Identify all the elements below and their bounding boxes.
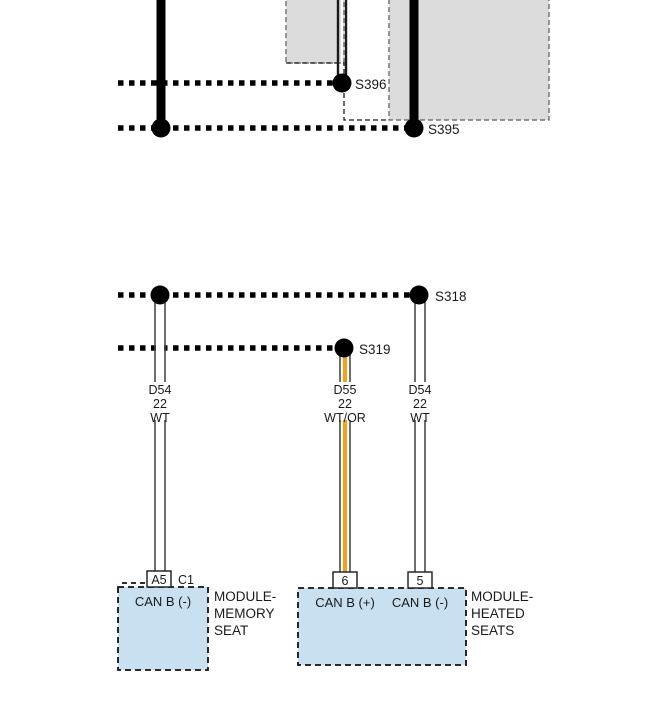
wire-d54-left-crossing-mask — [156, 344, 164, 353]
wire-label-d54-right-circuit: D54 — [409, 383, 432, 397]
wire-label-d54-left-color: WT — [150, 411, 170, 425]
pin-box-6[interactable] — [332, 571, 358, 589]
dashed-boundary-group — [286, 62, 389, 121]
module-heated-seats-name-line-3: SEATS — [471, 623, 514, 638]
pin-function-5: CAN B (-) — [392, 595, 448, 610]
pin-connector-c1: C1 — [178, 573, 194, 587]
splice-label-s396: S396 — [355, 77, 387, 92]
upper-trunk-wires — [156, 0, 419, 129]
module-heated-seats[interactable]: 6 CAN B (+) 5 CAN B (-) MODULE- HEATED S… — [297, 571, 533, 666]
module-heated-seats-name-line-2: HEATED — [471, 606, 525, 621]
splice-dot-s318 — [409, 285, 429, 305]
splice-s319: S319 — [334, 338, 391, 358]
pin-function-a5: CAN B (-) — [135, 594, 191, 609]
module-memory-seat[interactable]: A5 C1 CAN B (-) MODULE- MEMORY SEAT — [117, 570, 276, 671]
pin-box-a5[interactable] — [146, 570, 172, 588]
splice-dot-s396 — [332, 73, 352, 93]
wire-d55-center-label-mask — [316, 382, 374, 420]
wire-to-s396 — [336, 0, 348, 83]
splice-dot-left-trunk — [151, 118, 171, 138]
wire-d54-right-label-mask — [400, 382, 440, 420]
splice-dot-left-lower — [150, 285, 170, 305]
wire-label-d55-color: WT/OR — [324, 411, 366, 425]
pin-number-a5: A5 — [151, 573, 166, 587]
splice-s396: S396 — [332, 73, 387, 93]
splice-label-s395: S395 — [428, 122, 460, 137]
wire-label-d54-left-circuit: D54 — [149, 383, 172, 397]
wire-label-d54-right-color: WT — [410, 411, 430, 425]
splice-dot-s319 — [334, 338, 354, 358]
wire-label-d54-right-gauge: 22 — [413, 397, 427, 411]
wire-d54-left-label-mask — [140, 382, 180, 420]
wire-label-d55-circuit: D55 — [334, 383, 357, 397]
pin-function-6: CAN B (+) — [315, 595, 375, 610]
module-memory-seat-name-line-1: MODULE- — [214, 589, 276, 604]
shaded-area-left — [285, 0, 345, 64]
splice-label-s318: S318 — [435, 289, 467, 304]
wire-label-d55-gauge: 22 — [338, 397, 352, 411]
splice-label-s319: S319 — [359, 342, 391, 357]
pin-box-5[interactable] — [407, 571, 433, 589]
module-heated-seats-box[interactable] — [297, 587, 467, 666]
module-memory-seat-box[interactable] — [117, 586, 209, 671]
wire-d54-left: D54 22 WT — [140, 295, 180, 575]
pin-number-5: 5 — [417, 574, 424, 588]
splice-dot-s395 — [404, 118, 424, 138]
module-memory-seat-name-line-3: SEAT — [214, 623, 248, 638]
boundary-s396-region — [286, 62, 389, 121]
module-heated-seats-name-line-1: MODULE- — [471, 589, 533, 604]
pin-number-6: 6 — [342, 574, 349, 588]
wire-d54-right: D54 22 WT — [400, 295, 440, 575]
splice-s395: S395 — [404, 118, 460, 138]
wire-d55-center: D55 22 WT/OR — [316, 348, 374, 575]
module-memory-seat-name-line-2: MEMORY — [214, 606, 275, 621]
wire-label-d54-left-gauge: 22 — [153, 397, 167, 411]
splice-s318: S318 — [409, 285, 467, 305]
